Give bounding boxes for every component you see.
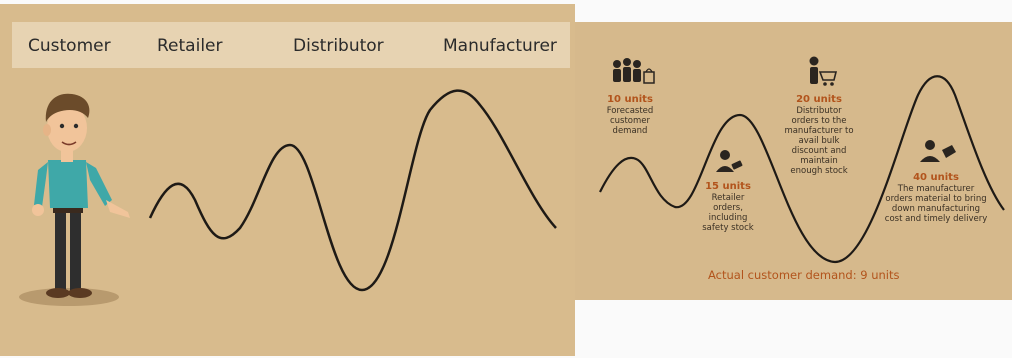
stage-label-distributor: Distributor xyxy=(293,36,384,56)
annotation-manufacturer-text: The manufacturer orders material to brin… xyxy=(884,184,988,224)
annotation-retailer-units: 15 units xyxy=(705,181,751,192)
annotation-distributor-text: Distributor orders to the manufacturer t… xyxy=(784,106,854,176)
stage-label-retailer: Retailer xyxy=(157,36,223,56)
stage-label-customer: Customer xyxy=(28,36,111,56)
annotation-forecast: 10 units Forecasted customer demand xyxy=(598,94,662,136)
supply-chain-header xyxy=(12,22,570,68)
annotation-distributor: 20 units Distributor orders to the manuf… xyxy=(784,94,854,176)
annotation-retailer-text: Retailer orders, including safety stock xyxy=(702,193,754,233)
annotation-distributor-units: 20 units xyxy=(796,94,842,105)
annotation-retailer: 15 units Retailer orders, including safe… xyxy=(698,181,758,233)
right-panel xyxy=(575,22,1012,300)
annotation-manufacturer: 40 units The manufacturer orders materia… xyxy=(884,172,988,224)
actual-demand-label: Actual customer demand: 9 units xyxy=(708,268,900,282)
annotation-forecast-units: 10 units xyxy=(607,94,653,105)
stage-label-manufacturer: Manufacturer xyxy=(443,36,557,56)
annotation-manufacturer-units: 40 units xyxy=(913,172,959,183)
annotation-forecast-text: Forecasted customer demand xyxy=(606,106,654,136)
